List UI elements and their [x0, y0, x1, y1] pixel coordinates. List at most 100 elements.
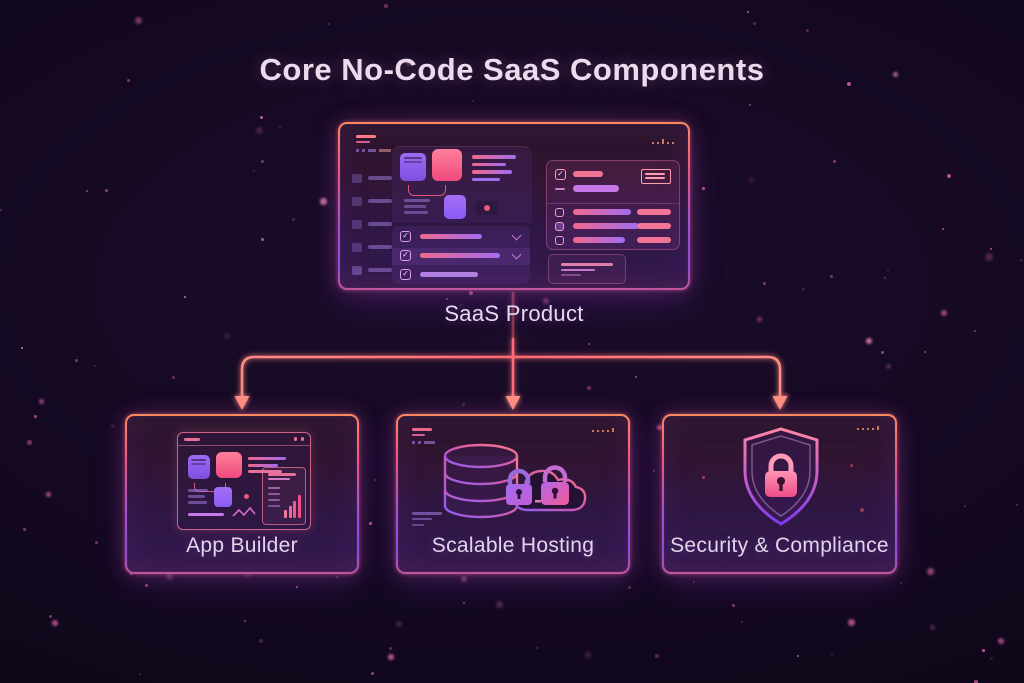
star-dot — [657, 425, 663, 431]
star-dot — [127, 79, 130, 82]
star-dot — [46, 492, 51, 497]
star-dot — [947, 174, 952, 179]
padlock-icon — [506, 468, 532, 505]
star-dot — [336, 576, 339, 579]
star-dot — [990, 657, 993, 660]
star-dot — [463, 602, 465, 604]
star-dot — [831, 653, 833, 655]
star-dot — [884, 277, 886, 279]
star-dot — [244, 620, 246, 622]
database-cloud-locks-icon — [443, 443, 587, 519]
dashboard-main-panel — [392, 146, 532, 223]
dashboard-logo — [356, 135, 376, 138]
star-dot — [702, 187, 705, 190]
sparkline-icon — [232, 506, 256, 517]
shield-padlock-icon — [743, 427, 819, 526]
star-dot — [635, 376, 638, 379]
star-dot — [748, 177, 754, 183]
star-dot — [384, 4, 388, 8]
star-dot — [52, 620, 58, 626]
star-dot — [292, 218, 295, 221]
star-dot — [320, 198, 327, 205]
star-dot — [886, 364, 891, 369]
star-dot — [296, 586, 298, 588]
star-dot — [982, 649, 985, 652]
star-dot — [543, 298, 550, 305]
star-dot — [111, 424, 115, 428]
star-dot — [39, 399, 44, 404]
star-dot — [833, 160, 836, 163]
star-dot — [459, 303, 464, 308]
star-dot — [927, 568, 934, 575]
security-compliance-label: Security & Compliance — [670, 534, 889, 557]
star-dot — [985, 253, 993, 261]
star-dot — [369, 522, 372, 525]
star-dot — [942, 228, 944, 230]
star-dot — [830, 275, 833, 278]
star-dot — [259, 639, 264, 644]
star-dot — [924, 351, 927, 354]
star-dot — [585, 652, 591, 658]
star-dot — [166, 573, 173, 580]
star-dot — [49, 615, 53, 619]
star-dot — [653, 470, 655, 472]
star-dot — [462, 403, 465, 406]
star-dot — [86, 190, 89, 193]
star-dot — [555, 320, 558, 323]
page-title: Core No-Code SaaS Components — [259, 52, 765, 87]
star-dot — [747, 11, 750, 14]
star-dot — [802, 288, 806, 292]
star-dot — [753, 22, 756, 25]
star-dot — [224, 333, 230, 339]
star-dot — [974, 680, 978, 683]
database-icon — [443, 443, 519, 519]
star-dot — [749, 104, 751, 106]
mini-bar-chart-icon — [262, 467, 306, 525]
star-dot — [256, 127, 264, 135]
saas-product-label: SaaS Product — [444, 301, 584, 326]
star-dot — [145, 584, 148, 587]
star-dot — [998, 638, 1004, 644]
star-dot — [261, 238, 264, 241]
star-dot — [260, 116, 264, 120]
star-dot — [628, 586, 632, 590]
dashboard-checklist — [392, 226, 530, 284]
star-dot — [172, 376, 176, 380]
star-dot — [974, 330, 976, 332]
star-dot — [396, 621, 403, 628]
star-dot — [1016, 504, 1019, 507]
star-dot — [757, 317, 762, 322]
dashboard-side-card — [546, 160, 680, 250]
dashboard-note-card — [548, 254, 626, 284]
star-dot — [253, 170, 255, 172]
star-dot — [893, 72, 898, 77]
app-builder-label: App Builder — [186, 534, 298, 557]
card-pink — [432, 149, 462, 181]
star-dot — [496, 601, 504, 609]
padlock-icon — [541, 465, 569, 505]
star-dot — [279, 126, 282, 129]
padlock-icon — [765, 453, 797, 497]
star-dot — [472, 100, 474, 102]
star-dot — [536, 647, 538, 649]
star-dot — [139, 673, 141, 675]
app-builder-window-icon — [177, 432, 311, 530]
star-dot — [763, 282, 767, 286]
star-dot — [261, 160, 265, 164]
star-dot — [797, 655, 800, 658]
node-saas-product — [338, 122, 690, 290]
star-dot — [95, 541, 99, 545]
star-dot — [135, 17, 142, 24]
star-dot — [900, 582, 902, 584]
star-dot — [461, 576, 468, 583]
star-dot — [866, 338, 873, 345]
node-security-compliance: Security & Compliance — [662, 414, 897, 574]
star-dot — [0, 209, 3, 212]
star-dot — [930, 625, 935, 630]
star-dot — [23, 528, 26, 531]
star-dot — [105, 189, 108, 192]
star-dot — [587, 386, 591, 390]
star-dot — [806, 29, 809, 32]
node-app-builder: App Builder — [125, 414, 359, 574]
